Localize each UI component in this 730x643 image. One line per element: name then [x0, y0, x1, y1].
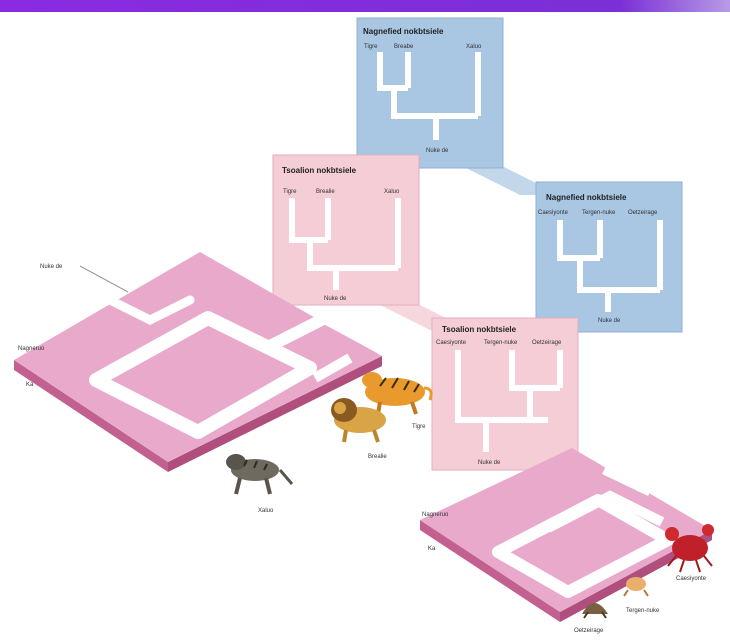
animal-label-tergen: Tergen-nuke [626, 608, 660, 614]
pink-right-leaf-1: Caesiyonte [436, 340, 467, 346]
pink-left-leaf-1: Tigre [283, 189, 297, 195]
tiger-illustration [362, 372, 433, 415]
pink-card-right: Tsoalion nokbtsiele Caesiyonte Tergen-nu… [431, 317, 579, 471]
right-board-side-label-1: Nagneruo [422, 512, 449, 518]
pink-left-title: Tsoalion nokbtsiele [282, 166, 357, 175]
top-card-root: Nuke de [426, 148, 449, 154]
blue-right-leaf-1: Caesiyonte [538, 210, 569, 216]
blue-right-leaf-3: Oetzeirage [628, 210, 658, 216]
top-card-leaf-1: Tigre [364, 44, 378, 50]
blue-right-root: Nuke de [598, 318, 621, 324]
animal-label-oetzeirage: Oetzeirage [574, 628, 604, 634]
right-board-side-label-2: Ka [428, 546, 436, 552]
top-card-title: Nagnefied nokbtsiele [363, 27, 444, 36]
blue-card-right: Nagnefied nokbtsiele Caesiyonte Tergen-n… [535, 181, 683, 333]
blue-right-title: Nagnefied nokbtsiele [546, 193, 627, 202]
blue-right-leaf-2: Tergen-nuke [582, 210, 616, 216]
top-card-leaf-2: Breabe [394, 44, 414, 50]
top-blue-card: Nagnefied nokbtsiele Tigre Breabe Xaluo … [356, 17, 504, 169]
animal-label-brealie: Brealie [368, 454, 387, 460]
crab-illustration [665, 524, 714, 573]
pink-right-title: Tsoalion nokbtsiele [442, 325, 517, 334]
pink-card-left: Tsoalion nokbtsiele Tigre Brealie Xaluo … [272, 154, 420, 306]
animal-label-tigre: Tigre [412, 424, 426, 430]
left-board-side-label-2: Ka [26, 382, 34, 388]
animal-label-caesiyonte: Caesiyonte [676, 576, 707, 582]
animal-label-xaluo: Xaluo [258, 508, 274, 514]
top-gradient-bar [0, 0, 730, 12]
connector-blue [460, 165, 560, 195]
pink-right-root: Nuke de [478, 460, 501, 466]
hermit-illustration [582, 603, 608, 619]
pink-right-leaf-3: Oetzeirage [532, 340, 562, 346]
pink-left-root: Nuke de [324, 296, 347, 302]
hyena-illustration [226, 454, 294, 495]
top-card-leaf-3: Xaluo [466, 44, 482, 50]
pink-left-leaf-3: Xaluo [384, 189, 400, 195]
left-board: Nuke de Nagneruo Ka [14, 252, 382, 472]
left-board-side-label-1: Nagneruo [18, 346, 45, 352]
pink-right-leaf-2: Tergen-nuke [484, 340, 518, 346]
tergen-illustration [623, 577, 649, 597]
pink-left-leaf-2: Brealie [316, 189, 335, 195]
left-board-root-label: Nuke de [40, 264, 63, 270]
lion-illustration [331, 398, 386, 443]
